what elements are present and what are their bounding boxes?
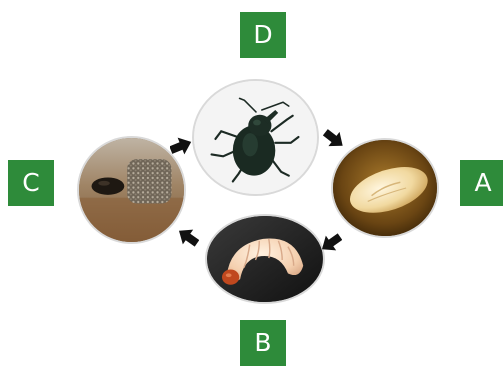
arrow-c-to-d — [170, 135, 192, 157]
arrow-icon — [170, 135, 192, 157]
pupa-photo — [331, 138, 439, 238]
stage-label-b: B — [240, 320, 286, 366]
cocoon-illustration — [79, 138, 184, 242]
larva-photo — [205, 214, 325, 304]
arrow-d-to-a — [323, 128, 345, 150]
arrow-icon — [323, 128, 345, 150]
arrow-b-to-c — [177, 226, 199, 248]
weevil-illustration — [194, 81, 317, 194]
arrow-a-to-b — [320, 232, 342, 254]
adult-weevil-photo — [192, 79, 319, 196]
stage-label-d: D — [240, 12, 286, 58]
pupa-illustration — [333, 140, 437, 236]
larva-illustration — [207, 216, 323, 302]
stage-label-c: C — [8, 160, 54, 206]
arrow-icon — [320, 232, 342, 254]
arrow-icon — [177, 226, 199, 248]
stage-label-a: A — [460, 160, 503, 206]
